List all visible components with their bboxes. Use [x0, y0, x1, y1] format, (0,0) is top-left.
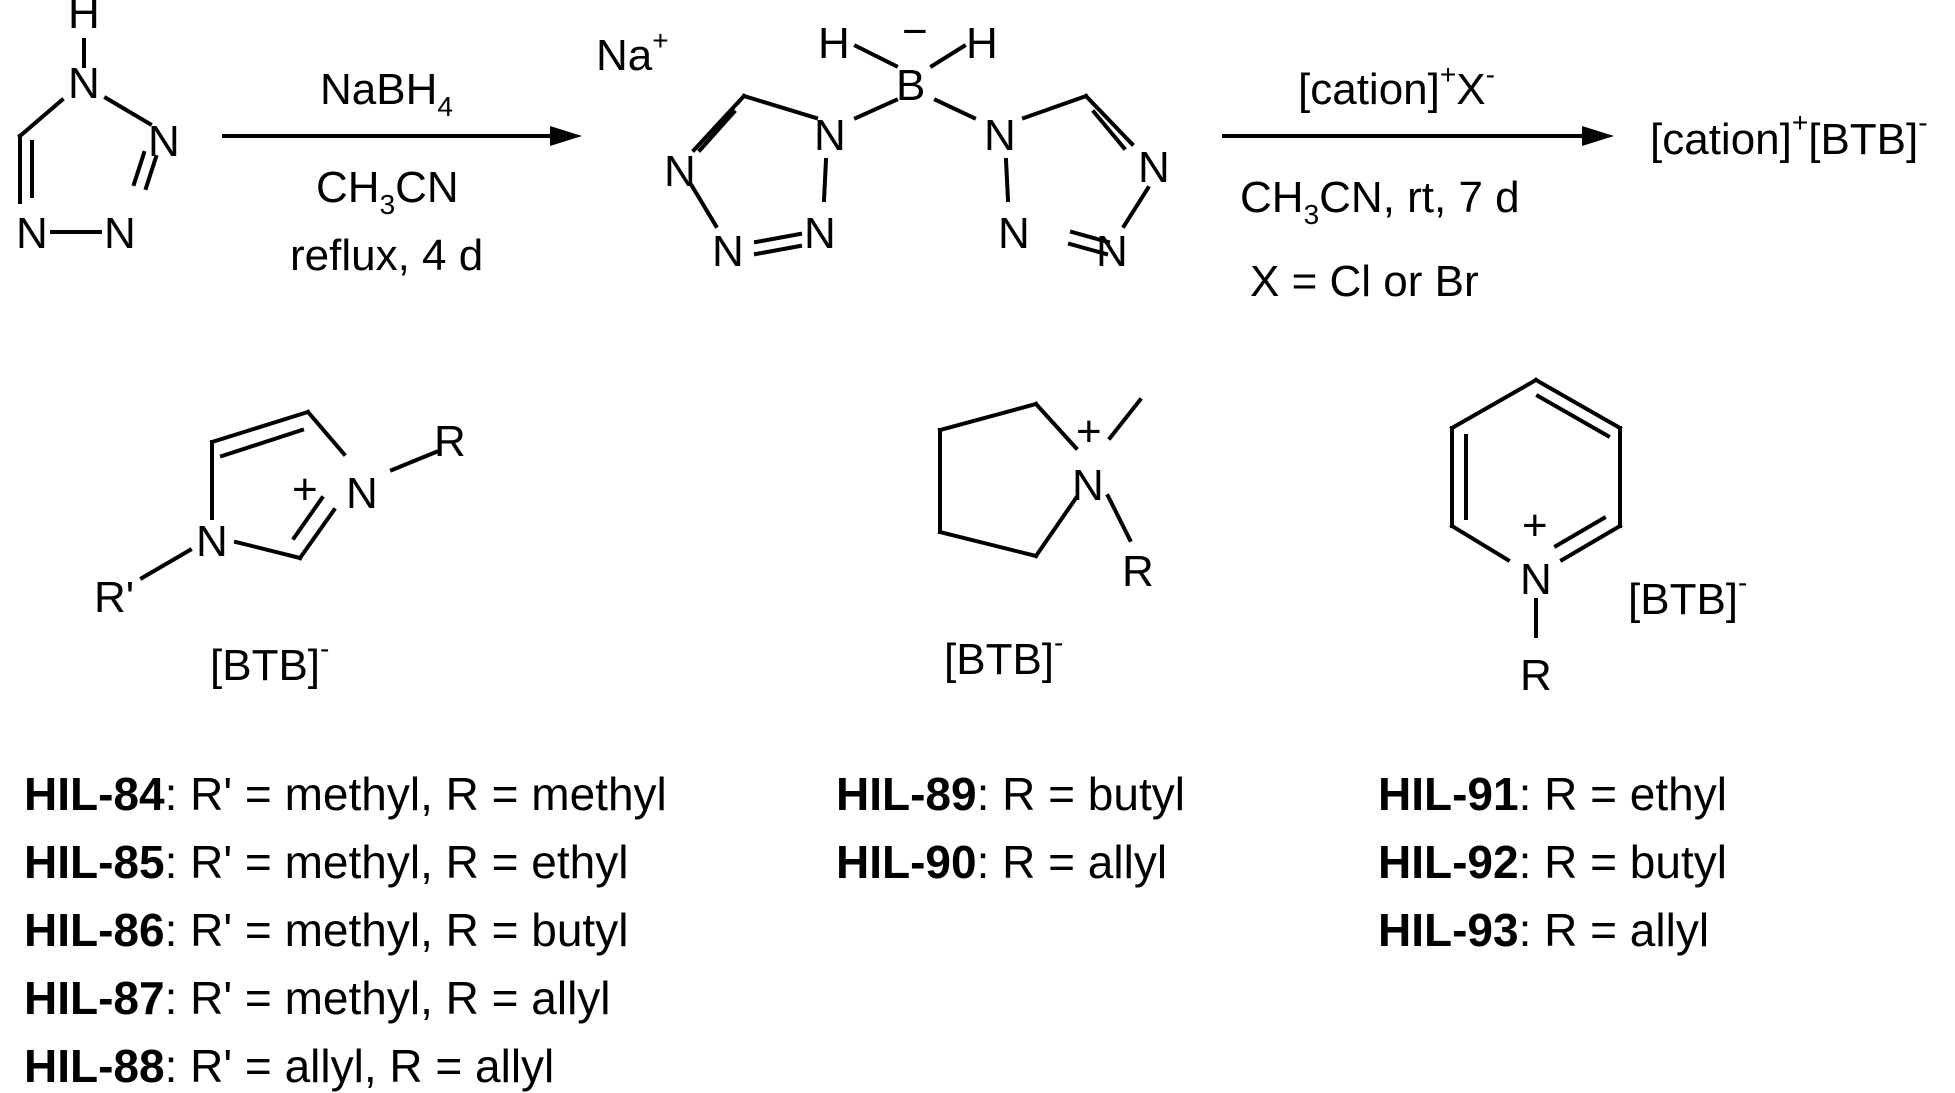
atom-n-right-4: N: [998, 209, 1030, 258]
compound-label: HIL-85: R' = methyl, R = ethyl: [24, 836, 628, 888]
compound-id: HIL-87: [24, 972, 165, 1024]
atom-n3: N: [346, 469, 378, 518]
compound-substituents: : R = allyl: [977, 836, 1167, 888]
bis-tetrazolyl-borate-structure: H − H B N N N N N N N N: [664, 7, 1170, 276]
reaction-arrow-2: [1222, 126, 1614, 146]
product-salt: [cation]+[BTB]-: [1650, 107, 1928, 164]
atom-n3: N: [104, 209, 136, 258]
atom-n-right-2: N: [1138, 143, 1170, 192]
compound-id: HIL-92: [1378, 836, 1519, 888]
compound-id: HIL-84: [24, 768, 165, 820]
atom-h-right: H: [966, 19, 998, 68]
atom-h-left: H: [818, 19, 850, 68]
atom-n-right-3: N: [1096, 227, 1128, 276]
compound-substituents: : R = butyl: [1519, 836, 1727, 888]
atom-n1: N: [68, 59, 100, 108]
atom-n1: N: [196, 517, 228, 566]
compound-substituents: : R' = allyl, R = allyl: [165, 1040, 555, 1092]
reaction-arrow-1: [222, 126, 582, 146]
compound-substituents: : R = butyl: [977, 768, 1185, 820]
compound-label: HIL-93: R = allyl: [1378, 904, 1709, 956]
compound-label: HIL-88: R' = allyl, R = allyl: [24, 1040, 554, 1092]
pyridinium-charge: +: [1522, 501, 1548, 550]
substituent-r-prime: R': [94, 573, 134, 622]
compound-label: HIL-90: R = allyl: [836, 836, 1167, 888]
tetrazole-structure: H N N N N: [16, 0, 180, 258]
imidazolium-structure: + N N R R': [94, 409, 466, 622]
substituent-r: R: [1122, 547, 1154, 596]
atom-n2: N: [148, 117, 180, 166]
atom-h: H: [68, 0, 100, 38]
compound-substituents: : R' = methyl, R = allyl: [165, 972, 611, 1024]
atom-n-left-1: N: [814, 111, 846, 160]
compound-label: HIL-91: R = ethyl: [1378, 768, 1727, 820]
compound-substituents: : R = allyl: [1519, 904, 1709, 956]
compound-id: HIL-85: [24, 836, 165, 888]
pyridinium-structure: + N R: [1449, 377, 1623, 700]
compound-id: HIL-90: [836, 836, 977, 888]
pyrrolidinium-charge: +: [1076, 407, 1102, 456]
substituent-r: R: [1520, 651, 1552, 700]
compound-label: HIL-87: R' = methyl, R = allyl: [24, 972, 611, 1024]
conditions-reflux: reflux, 4 d: [290, 231, 483, 280]
compound-id: HIL-93: [1378, 904, 1519, 956]
atom-n-left-2: N: [664, 147, 696, 196]
reagent-nabh4: NaBH4: [320, 65, 453, 122]
pyridinium-anion: [BTB]-: [1628, 567, 1747, 624]
conditions-ch3cn-rt: CH3CN, rt, 7 d: [1240, 173, 1520, 230]
halide-note: X = Cl or Br: [1250, 257, 1479, 306]
pyrrolidinium-structure: + N R: [937, 397, 1154, 596]
solvent-ch3cn: CH3CN: [316, 163, 459, 220]
compound-label: HIL-84: R' = methyl, R = methyl: [24, 768, 667, 820]
reagent-cation-halide: [cation]+X-: [1298, 59, 1495, 114]
atom-n: N: [1520, 555, 1552, 604]
atom-n-right-1: N: [984, 111, 1016, 160]
compound-substituents: : R = ethyl: [1519, 768, 1727, 820]
compound-id: HIL-89: [836, 768, 977, 820]
compound-id: HIL-86: [24, 904, 165, 956]
atom-n-left-4: N: [804, 209, 836, 258]
atom-n4: N: [16, 209, 48, 258]
compound-substituents: : R' = methyl, R = ethyl: [165, 836, 629, 888]
atom-n-left-3: N: [712, 227, 744, 276]
atom-b: B: [896, 61, 925, 110]
pyrrolidinium-anion: [BTB]-: [944, 627, 1063, 684]
compound-substituents: : R' = methyl, R = methyl: [165, 768, 667, 820]
atom-n: N: [1072, 461, 1104, 510]
compound-substituents: : R' = methyl, R = butyl: [165, 904, 629, 956]
compound-id: HIL-88: [24, 1040, 165, 1092]
compound-label: HIL-89: R = butyl: [836, 768, 1185, 820]
borate-charge: −: [902, 7, 928, 56]
imidazolium-anion: [BTB]-: [210, 633, 329, 690]
sodium-counterion: Na+: [596, 25, 669, 80]
imidazolium-charge: +: [292, 465, 318, 514]
compound-id: HIL-91: [1378, 768, 1519, 820]
compound-label: HIL-86: R' = methyl, R = butyl: [24, 904, 628, 956]
compound-label: HIL-92: R = butyl: [1378, 836, 1727, 888]
substituent-r: R: [434, 417, 466, 466]
